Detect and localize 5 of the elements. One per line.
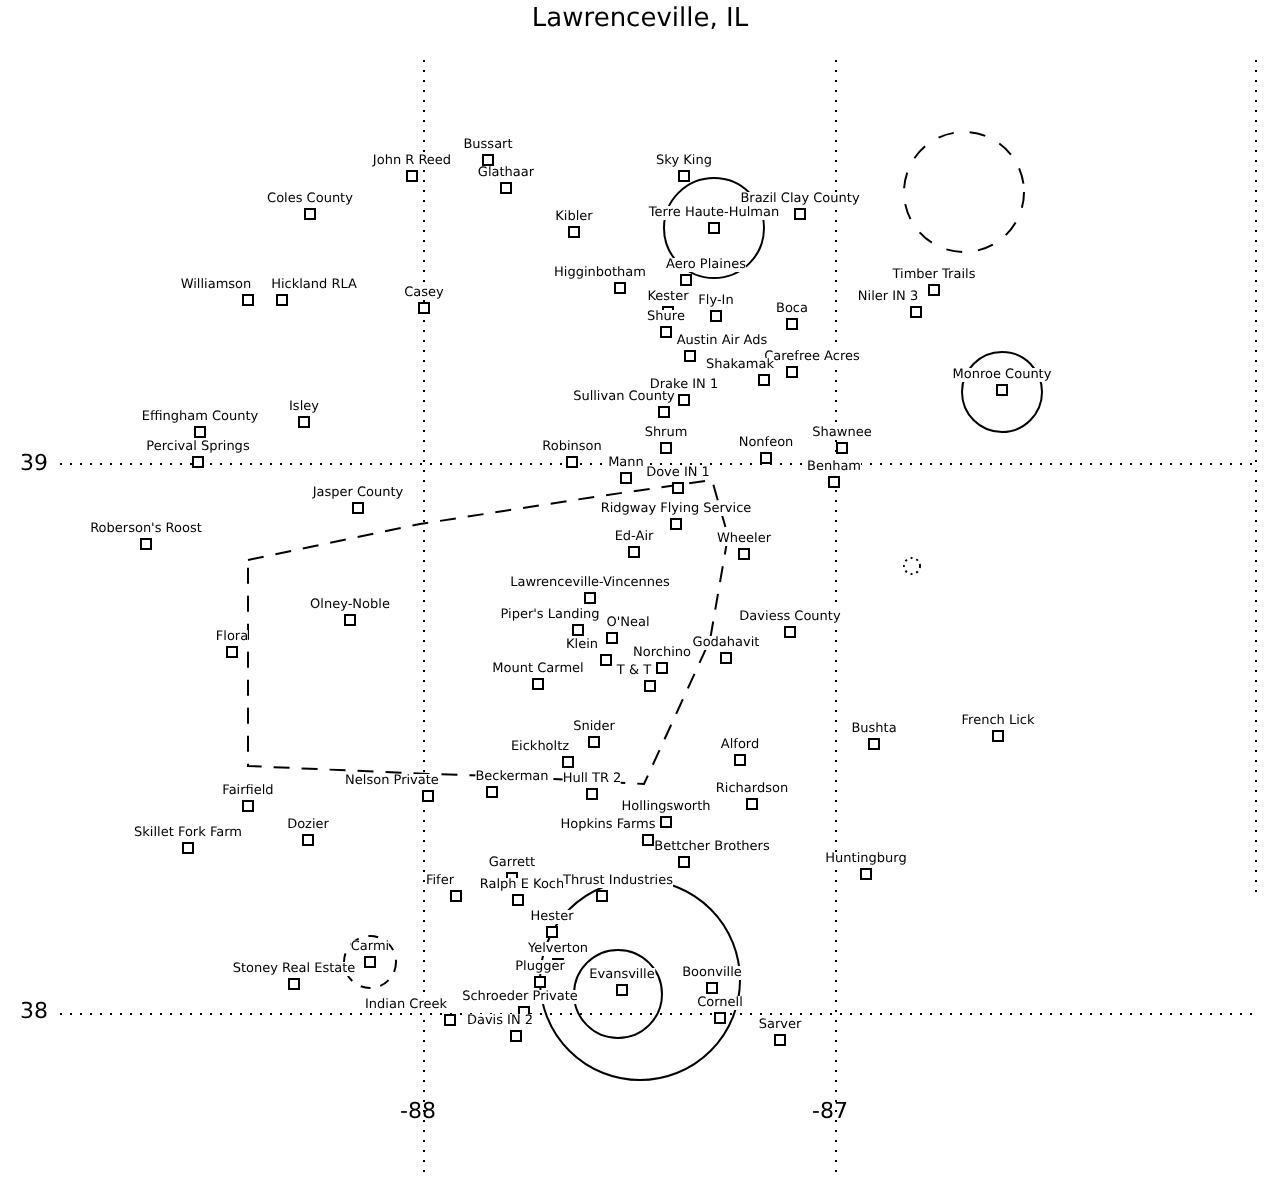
axis-tick-label: 39 [20, 452, 48, 476]
axis-tick-label: -88 [400, 1100, 436, 1124]
axis-tick-label: 38 [20, 1000, 48, 1024]
axis-tick-label: -87 [812, 1100, 848, 1124]
map-title: Lawrenceville, IL [529, 4, 751, 34]
